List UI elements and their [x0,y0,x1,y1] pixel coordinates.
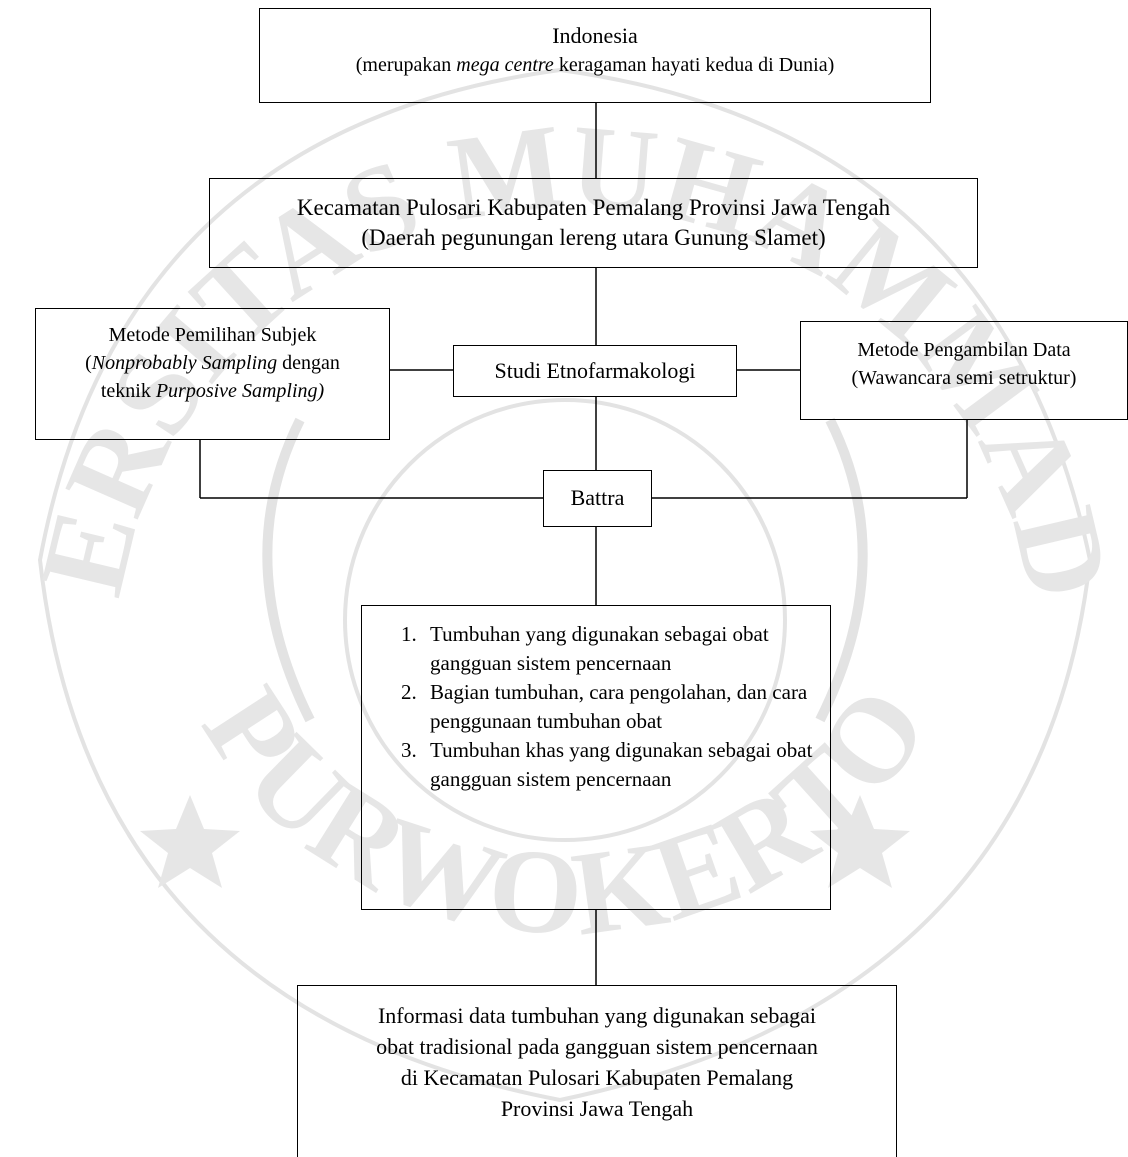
metode-data-line2: (Wawancara semi setruktur) [851,367,1077,389]
node-battra: Battra [543,470,652,527]
metode-subjek-line2: (Nonprobably Sampling dengan [85,352,340,374]
node-indonesia-title: Indonesia [552,23,638,48]
informasi-line1: Informasi data tumbuhan yang digunakan s… [377,1003,817,1028]
research-outputs-list: Tumbuhan yang digunakan sebagai obat gan… [362,620,822,794]
node-research-outputs: Tumbuhan yang digunakan sebagai obat gan… [361,605,831,910]
node-kecamatan: Kecamatan Pulosari Kabupaten Pemalang Pr… [209,178,978,268]
node-studi-etnofarmakologi: Studi Etnofarmakologi [453,345,737,397]
metode-data-line1: Metode Pengambilan Data [857,339,1071,361]
node-indonesia: Indonesia (merupakan mega centre keragam… [259,8,931,103]
node-metode-pengambilan-data: Metode Pengambilan Data (Wawancara semi … [800,321,1128,420]
informasi-line3: di Kecamatan Pulosari Kabupaten Pemalang [400,1065,794,1090]
node-indonesia-subtitle: (merupakan mega centre keragaman hayati … [355,54,835,76]
research-output-item-3: Tumbuhan khas yang digunakan sebagai oba… [422,736,822,794]
node-metode-pemilihan-subjek: Metode Pemilihan Subjek (Nonprobably Sam… [35,308,390,440]
research-output-item-2: Bagian tumbuhan, cara pengolahan, dan ca… [422,678,822,736]
research-output-item-1: Tumbuhan yang digunakan sebagai obat gan… [422,620,822,678]
studi-label: Studi Etnofarmakologi [494,358,696,383]
node-informasi-data: Informasi data tumbuhan yang digunakan s… [297,985,897,1157]
informasi-line2: obat tradisional pada gangguan sistem pe… [376,1034,818,1059]
metode-subjek-line3: teknik Purposive Sampling) [100,380,325,402]
battra-label: Battra [570,485,625,510]
metode-subjek-line1: Metode Pemilihan Subjek [108,324,317,346]
star-left-icon [140,795,240,888]
node-kecamatan-subtitle: (Daerah pegunungan lereng utara Gunung S… [361,225,826,250]
informasi-line4: Provinsi Jawa Tengah [500,1096,694,1121]
node-kecamatan-title: Kecamatan Pulosari Kabupaten Pemalang Pr… [296,195,891,220]
